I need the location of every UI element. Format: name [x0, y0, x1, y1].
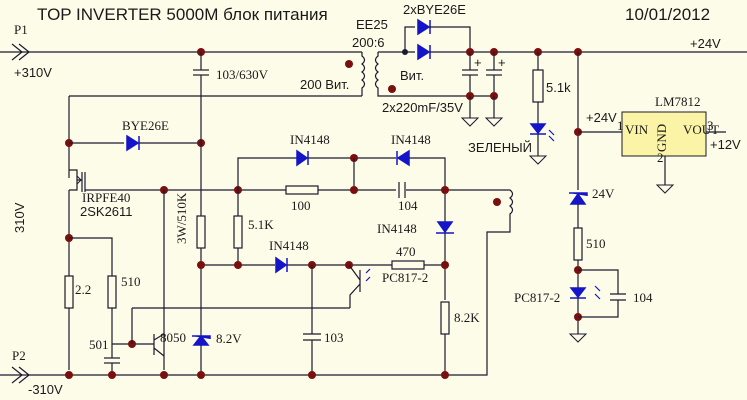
zener-24v-icon: [569, 192, 588, 205]
resistor-510a-label: 510: [121, 274, 141, 289]
transistor-label: 8050: [160, 330, 186, 345]
aux-winding-coil: [0, 189, 514, 376]
resistor-470-label: 470: [396, 244, 416, 259]
port-p2-arrow-icon: [11, 366, 30, 384]
reg-out-voltage: +12V: [710, 137, 741, 152]
diode-d3-label: IN4148: [377, 221, 417, 236]
opto2-label: PC817-2: [514, 290, 560, 305]
resistor-51k-label: 5.1K: [248, 217, 274, 232]
port-p2-voltage: -310V: [28, 382, 63, 397]
diode-output-icon: [417, 18, 431, 61]
transformer-ratio-label: 200:6: [352, 35, 385, 50]
port-p2-label: P2: [12, 348, 26, 363]
diode-d1-icon: [296, 149, 309, 167]
regulator-name: LM7812: [655, 94, 701, 109]
svg-text:GND: GND: [654, 124, 669, 152]
resistor-82k-label: 8.2K: [454, 310, 480, 325]
zener-82v-label: 8.2V: [216, 331, 242, 346]
mosfet-label-2: 2SK2611: [80, 204, 133, 219]
zener-82v-icon: [192, 334, 211, 346]
diode-clamp-label: BYE26E: [122, 118, 169, 133]
cap-snubber-label: 103/630V: [216, 67, 269, 82]
opto1-label: PC817-2: [382, 270, 428, 285]
led-green-icon: [529, 123, 555, 142]
svg-text:+: +: [498, 55, 506, 70]
transformer-secondary-coil: [374, 52, 470, 97]
cap-104a-label: 104: [398, 198, 418, 213]
resistor-led-label: 5.1k: [546, 80, 571, 95]
output-24v-label: +24V: [690, 36, 721, 51]
diode-d4-icon: [275, 256, 288, 274]
cap-501-label: 501: [89, 337, 109, 352]
svg-text:+: +: [474, 55, 482, 70]
port-p1-voltage: +310V: [14, 65, 52, 80]
diode-output-label: 2xBYE26E: [403, 2, 466, 17]
cap-output-label: 2x220mF/35V: [382, 100, 463, 115]
transistor-8050-icon: [153, 333, 165, 357]
cap-output-icon: + +: [462, 52, 506, 96]
svg-text:1: 1: [617, 118, 624, 133]
resistor-510b-label: 510: [586, 236, 606, 251]
rail-310v-label: 310V: [12, 202, 27, 233]
resistor-start-label: 3W/510K: [174, 192, 189, 244]
diode-d2-icon: [396, 149, 410, 167]
cap-104b-label: 104: [633, 290, 653, 305]
cap-104b: [578, 269, 626, 318]
primary-turns-label: 200 Вит.: [300, 77, 349, 92]
svg-text:3: 3: [707, 118, 714, 133]
secondary-turns-label: Вит.: [400, 68, 424, 83]
transformer-primary-coil: [361, 52, 366, 96]
reg-in-voltage: +24V: [586, 110, 617, 125]
resistor-100-label: 100: [291, 198, 311, 213]
svg-text:VIN: VIN: [625, 122, 649, 137]
cap-103-label: 103: [324, 330, 344, 345]
transformer-core-label: EE25: [356, 17, 388, 32]
led-green-label: ЗЕЛЕНЫЙ: [468, 140, 532, 155]
regulator-lm7812: [621, 111, 707, 157]
zener-24v-label: 24V: [592, 186, 615, 201]
ground-icon: [460, 117, 504, 127]
diode-d2-label: IN4148: [391, 132, 431, 147]
svg-text:VOUT: VOUT: [683, 122, 719, 137]
resistor-22-label: 2.2: [75, 282, 91, 297]
opto-pc817-led-icon: [569, 285, 601, 300]
opto-pc817-transistor-icon: [348, 264, 371, 308]
mosfet-label-1: IRPFE40: [82, 190, 130, 205]
schematic-date: 10/01/2012: [625, 5, 710, 24]
diode-d1-label: IN4148: [290, 132, 330, 147]
svg-text:2: 2: [657, 150, 664, 165]
diode-d3-icon: [436, 221, 454, 234]
mosfet-icon: [69, 169, 86, 192]
diode-clamp-icon: [126, 134, 140, 152]
port-p1-label: P1: [14, 22, 28, 37]
diode-d4-label: IN4148: [269, 238, 309, 253]
schematic-title: TOP INVERTER 5000M блок питания: [37, 5, 328, 24]
